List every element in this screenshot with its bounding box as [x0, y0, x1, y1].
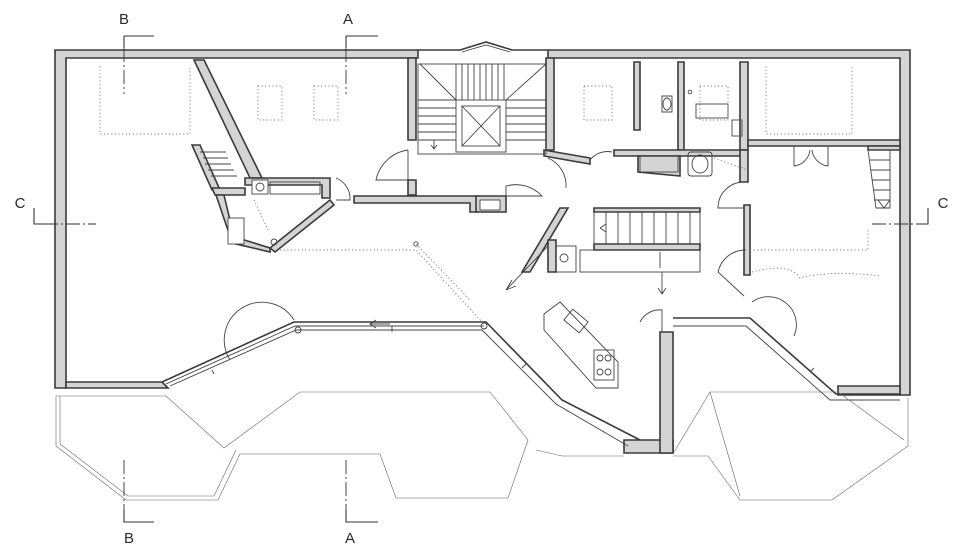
direction-arrows [369, 245, 667, 329]
section-b-top-label: B [119, 11, 129, 28]
section-a-top-tick [345, 35, 378, 48]
exterior-walls [54, 41, 911, 454]
doors [223, 146, 829, 361]
terrace-outline [55, 391, 909, 501]
section-a-bottom-label: A [345, 530, 355, 547]
section-c-right-label: C [938, 195, 949, 212]
glazing [161, 317, 900, 447]
right-stair [867, 149, 891, 209]
section-b-bottom-label: B [124, 530, 134, 547]
section-a-top-label: A [343, 11, 353, 28]
section-c-left-tick [33, 208, 44, 225]
section-a-bottom-tick [345, 510, 378, 523]
section-b-bottom-tick [123, 510, 154, 523]
main-stair [417, 63, 547, 155]
fixtures [227, 89, 743, 389]
overhead-lines [99, 66, 881, 323]
central-stair [555, 211, 701, 273]
section-c-left-label: C [15, 195, 26, 212]
section-b-top-tick [123, 35, 154, 48]
section-c-right-tick [918, 208, 929, 225]
left-stair [199, 144, 237, 177]
section-markers: B B A A C C [15, 11, 949, 547]
